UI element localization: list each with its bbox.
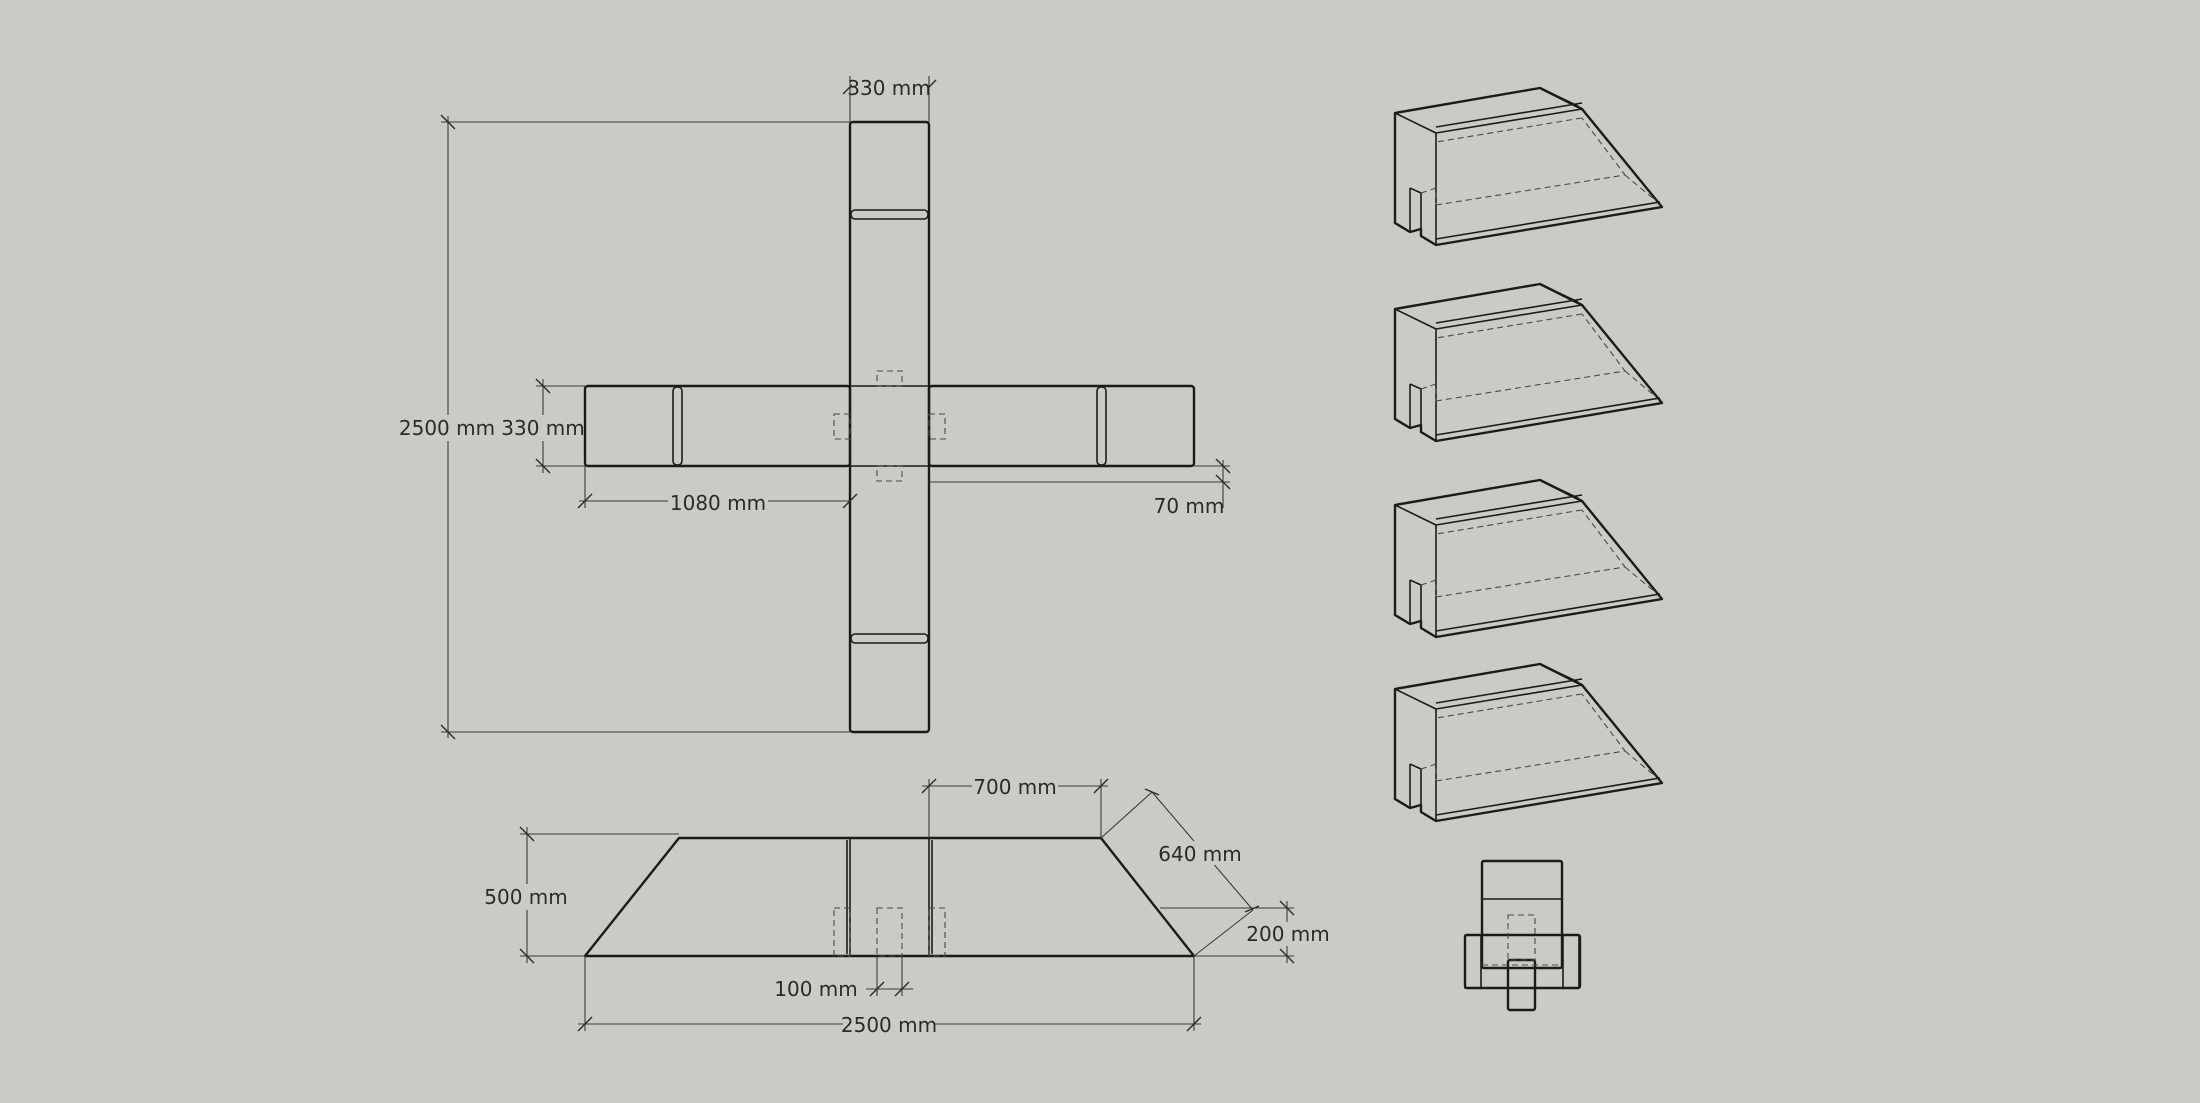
iso-module-3 <box>1393 478 1664 639</box>
beam-slot-bottom <box>850 633 929 644</box>
dim-width-top: 330 mm <box>847 76 931 100</box>
dim-height: 500 mm <box>484 885 568 909</box>
side-body <box>1480 859 1564 970</box>
dim-total-length: 2500 mm <box>841 1013 937 1037</box>
left-arm <box>583 384 852 468</box>
dim-arm-length: 1080 mm <box>670 491 766 515</box>
arm-slot-right <box>1096 386 1107 466</box>
arm-slot-left <box>672 386 683 466</box>
iso-module-4 <box>1393 662 1664 823</box>
dim-slot-width: 100 mm <box>774 977 858 1001</box>
front-view-dimensions: 700 mm 640 mm 500 mm 200 mm 100 mm <box>484 774 1330 1037</box>
dim-slope: 640 mm <box>1158 842 1242 866</box>
vertical-beam <box>848 120 931 734</box>
top-view <box>583 120 1196 734</box>
right-arm <box>927 384 1196 468</box>
top-view-dimensions: 330 mm 2500 mm 330 mm 1080 mm 70 mm <box>399 74 1231 740</box>
front-trapezoid <box>583 836 1196 958</box>
dim-offset: 70 mm <box>1154 494 1225 518</box>
side-view <box>1463 859 1582 1012</box>
front-view <box>583 836 1196 958</box>
dim-height-total: 2500 mm <box>399 416 495 440</box>
dim-base-thickness: 200 mm <box>1246 922 1330 946</box>
beam-slot-top <box>850 209 929 220</box>
iso-module-1 <box>1393 86 1664 247</box>
dim-arm-width: 330 mm <box>501 416 585 440</box>
iso-module-2 <box>1393 282 1664 443</box>
dim-top-length: 700 mm <box>973 775 1057 799</box>
